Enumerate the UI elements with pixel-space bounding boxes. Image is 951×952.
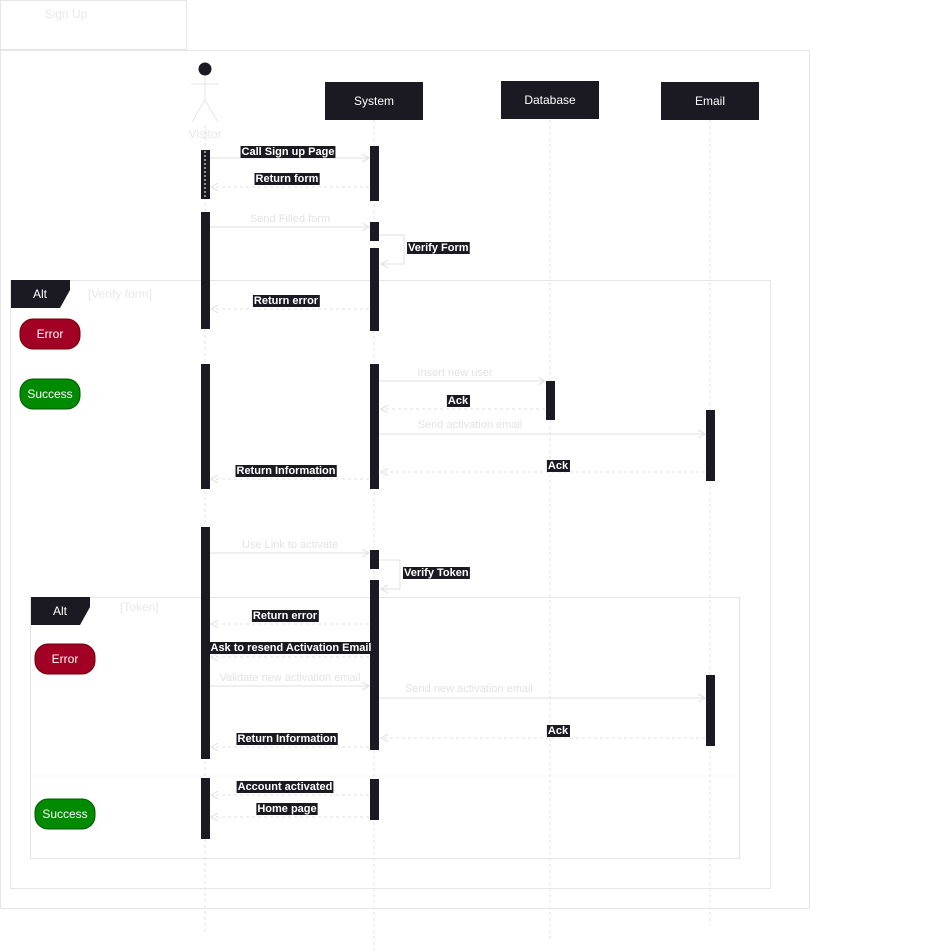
message-label-background — [236, 781, 334, 793]
message-ack-email-1: Ack — [548, 460, 569, 472]
message-label-background — [252, 295, 320, 307]
activation-bar — [201, 150, 210, 199]
alt-fragment-verify-form: Alt [Verify form] — [10, 280, 771, 889]
message-send-filled-form: Send Filled form — [250, 213, 330, 225]
message-call-signup: Call Sign up Page — [242, 146, 335, 158]
message-label-background — [446, 395, 470, 407]
message-send-activation: Send activation email — [418, 419, 523, 431]
activation-bar — [370, 580, 379, 750]
email-label: Email — [695, 94, 725, 108]
activation-bar — [201, 778, 210, 839]
activation-bar — [370, 222, 379, 241]
message-return-info-2: Return Information — [238, 733, 337, 745]
message-home-page: Home page — [257, 803, 316, 815]
alt-guard-token: [Token] — [120, 600, 159, 614]
database-participant: Database — [501, 81, 599, 119]
activation-bar — [706, 410, 715, 481]
activation-bar — [370, 779, 379, 820]
activation-bar — [201, 527, 210, 759]
alt-tag-2: Alt — [53, 604, 68, 618]
activation-bar — [370, 364, 379, 489]
frame-title: Sign Up — [45, 7, 88, 21]
message-return-form: Return form — [256, 173, 319, 185]
activation-bar — [546, 381, 555, 420]
message-verify-token: Verify Token — [404, 567, 469, 579]
svg-text:Error: Error — [37, 327, 64, 341]
message-label-background — [546, 725, 570, 737]
message-verify-form: Verify Form — [408, 242, 469, 254]
message-account-activated: Account activated — [238, 781, 333, 793]
svg-text:Success: Success — [27, 387, 72, 401]
svg-text:Success: Success — [42, 807, 87, 821]
message-insert-user: Insert new user — [417, 367, 493, 379]
message-arrows — [210, 158, 705, 817]
visitor-label: Visitor — [188, 127, 221, 141]
message-ask-resend: Ask to resend Activation Email — [211, 642, 372, 654]
message-labels: Call Sign up Page Return form Send Fille… — [209, 146, 570, 815]
message-send-new-activation: Send new activation email — [405, 683, 533, 695]
system-label: System — [354, 94, 394, 108]
sign-up-frame: Sign Up — [0, 0, 810, 909]
message-label-background — [403, 567, 470, 579]
activation-bar — [370, 248, 379, 331]
success-badge-2: Success — [34, 798, 96, 830]
error-badge-2: Error — [34, 643, 96, 675]
database-label: Database — [524, 93, 576, 107]
message-return-error-1: Return error — [254, 295, 319, 307]
message-label-background — [209, 642, 373, 654]
message-label-background — [256, 803, 318, 815]
message-label-background — [235, 465, 337, 477]
alt-fragment-token: Alt [Token] — [30, 597, 740, 859]
message-label-background — [254, 173, 320, 185]
activation-bar — [370, 146, 379, 201]
message-ack-email-2: Ack — [548, 725, 569, 737]
activation-bar — [370, 550, 379, 569]
message-return-error-2: Return error — [253, 610, 318, 622]
activation-bars — [201, 146, 715, 839]
visitor-actor: Visitor — [188, 62, 222, 141]
message-label-background — [240, 146, 336, 158]
activation-bar — [201, 212, 210, 329]
message-label-background — [251, 610, 319, 622]
message-use-link: Use Link to activate — [242, 539, 338, 551]
error-badge-1: Error — [19, 318, 81, 350]
message-return-info-1: Return Information — [237, 465, 336, 477]
message-label-background — [407, 242, 470, 254]
message-validate-new: Validate new activation email — [219, 672, 360, 684]
message-ack-db: Ack — [448, 395, 469, 407]
email-participant: Email — [661, 82, 759, 120]
success-badge-1: Success — [19, 378, 81, 410]
system-participant: System — [325, 82, 423, 120]
activation-bar — [201, 364, 210, 489]
alt-tag-1: Alt — [33, 287, 48, 301]
message-label-background — [236, 733, 338, 745]
activation-bar — [706, 675, 715, 746]
alt-guard-verify-form: [Verify form] — [88, 287, 152, 301]
svg-text:Error: Error — [52, 652, 79, 666]
message-label-background — [546, 460, 570, 472]
